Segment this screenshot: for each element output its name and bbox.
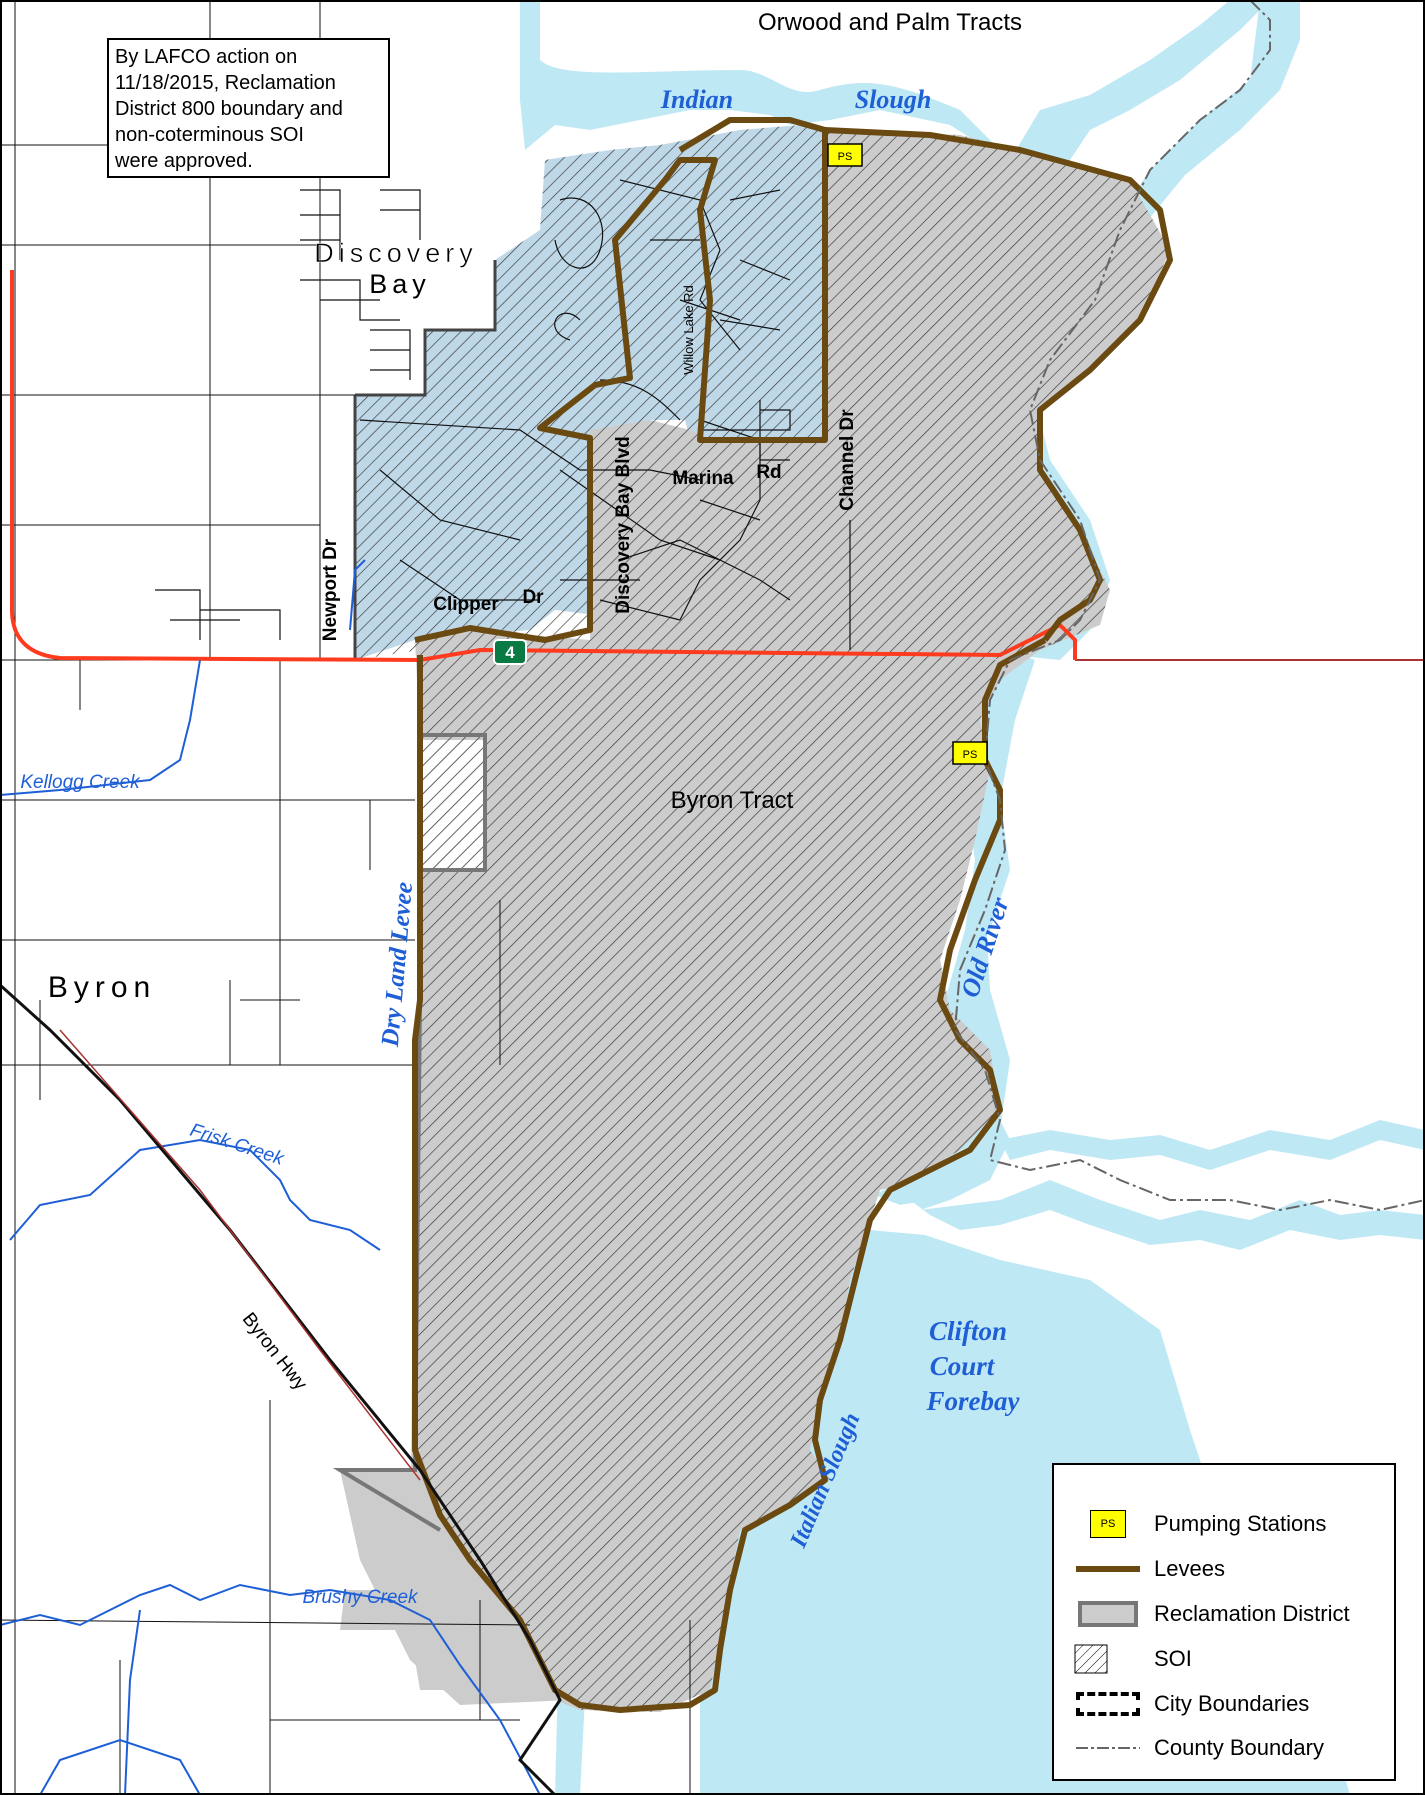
pumping-station-east-label: PS <box>963 749 978 761</box>
newport-dr-label: Newport Dr <box>320 538 341 641</box>
channel-dr-label: Channel Dr <box>837 409 858 511</box>
byron-tract-label: Byron Tract <box>671 787 794 814</box>
county-boundary-icon <box>1074 1733 1142 1763</box>
legend-ps-box: PS <box>1090 1510 1126 1538</box>
legend-label: SOI <box>1154 1646 1192 1671</box>
pumping-station-north[interactable]: PS <box>827 143 863 167</box>
frisk-creek-label: Frisk Creek <box>187 1120 287 1170</box>
marina-rd-label: Rd <box>756 462 781 483</box>
clipper-dr-label: Dr <box>522 587 544 608</box>
byron-hwy-line <box>59 1029 421 1481</box>
bay-label: Bay <box>369 269 431 299</box>
discovery-label: Discovery <box>314 238 478 268</box>
legend-label: Levees <box>1154 1556 1225 1581</box>
note-line: non-coterminous SOI <box>115 124 304 146</box>
creeks <box>0 559 541 1795</box>
south-west-creek <box>39 1738 201 1795</box>
legend-item-pumping-stations: PS Pumping Stations <box>1074 1507 1326 1541</box>
soi-hatch-north <box>355 125 1170 660</box>
clipper-label: Clipper <box>433 594 499 615</box>
soi-hatch-south <box>415 650 1000 1712</box>
orwood-label: Orwood and Palm Tracts <box>758 9 1022 36</box>
soi-hatch-icon <box>1074 1644 1142 1674</box>
pumping-station-north-label: PS <box>838 151 853 163</box>
marina-label: Marina <box>672 468 734 489</box>
railroad-line <box>0 983 562 1795</box>
note-line: By LAFCO action on <box>115 46 298 68</box>
legend-item-reclamation-district: Reclamation District <box>1074 1597 1350 1631</box>
forebay-label: Forebay <box>926 1386 1021 1416</box>
kellogg-creek <box>0 659 201 796</box>
district-fill-icon <box>1074 1599 1142 1629</box>
legend-item-soi: SOI <box>1074 1642 1192 1676</box>
slough-label: Slough <box>855 85 932 114</box>
court-label: Court <box>930 1351 996 1381</box>
kellogg-creek-label: Kellogg Creek <box>20 772 141 793</box>
note-line: 11/18/2015, Reclamation <box>115 72 336 94</box>
reclamation-south-strip <box>340 1470 570 1705</box>
legend-label: City Boundaries <box>1154 1691 1310 1716</box>
legend-label: Reclamation District <box>1154 1601 1350 1626</box>
city-boundary-icon <box>1074 1689 1142 1719</box>
note-line: were approved. <box>115 150 253 172</box>
indian-label: Indian <box>660 85 733 114</box>
route-4-number: 4 <box>505 643 515 662</box>
note-line: District 800 boundary and <box>115 98 343 120</box>
route-4-shield: 4 <box>493 639 527 665</box>
newport-creek <box>349 559 366 631</box>
east-channels <box>1000 1120 1425 1170</box>
willow-lake-rd-label: Willow Lake Rd <box>681 285 696 375</box>
clifton-label: Clifton <box>929 1316 1007 1346</box>
levee-line-icon <box>1074 1554 1142 1584</box>
middle-creek <box>124 1609 141 1795</box>
map-legend: PS Pumping Stations Levees Reclamation D… <box>1052 1463 1396 1781</box>
soi-hatch-parcel <box>418 733 487 872</box>
old-river-water <box>875 650 1035 1205</box>
pumping-station-east[interactable]: PS <box>952 741 988 765</box>
legend-item-county-boundary: County Boundary <box>1074 1731 1324 1765</box>
highway-4 <box>10 270 1077 663</box>
discovery-bay-blvd-label: Discovery Bay Blvd <box>613 436 634 613</box>
dry-land-levee-label: Dry Land Levee <box>377 881 418 1049</box>
legend-label: County Boundary <box>1154 1735 1324 1760</box>
pumping-station-icon: PS <box>1074 1509 1142 1539</box>
legend-label: Pumping Stations <box>1154 1511 1327 1536</box>
indian-slough-water <box>520 0 1270 190</box>
legend-item-levees: Levees <box>1074 1552 1225 1586</box>
brushy-creek-label: Brushy Creek <box>302 1587 419 1608</box>
brushy-creek <box>0 1583 541 1795</box>
lafco-note-box: By LAFCO action on 11/18/2015, Reclamati… <box>107 38 390 178</box>
frisk-creek <box>9 1138 381 1251</box>
district-boundary <box>355 260 497 397</box>
legend-item-city-boundaries: City Boundaries <box>1074 1687 1309 1721</box>
byron-label: Byron <box>48 971 156 1004</box>
